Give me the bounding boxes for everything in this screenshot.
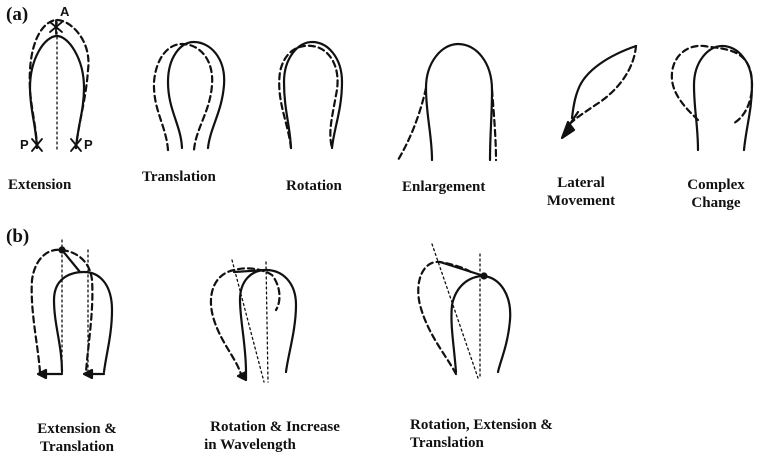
enlargement-solid-outline — [426, 44, 492, 160]
caption-rot-ext-line-1: Rotation, Extension & — [410, 416, 553, 434]
caption-extension: Extension — [8, 176, 71, 194]
lateral-arrow-head-icon — [562, 122, 574, 138]
ext-trans-apex-dot — [60, 248, 65, 253]
enlargement-dashed-right — [492, 90, 496, 160]
caption-rot-inc: Rotation & Increase in Wavelength — [190, 418, 360, 454]
caption-rot-inc-line-1: Rotation & Increase — [190, 418, 360, 436]
caption-complex-line-1: Complex — [676, 176, 756, 194]
complex-solid-outline — [694, 46, 752, 150]
apex-point-label: A — [60, 4, 69, 19]
caption-rot-inc-line-2: in Wavelength — [140, 436, 360, 454]
caption-rot-ext-line-2: Translation — [410, 434, 553, 452]
rot-inc-apex-vector — [234, 270, 266, 272]
translation-figure — [154, 42, 224, 150]
caption-enlargement: Enlargement — [402, 178, 485, 196]
left-base-point-label: P — [20, 137, 29, 152]
ext-trans-arrowhead-right-icon — [84, 370, 92, 378]
extension-figure — [30, 20, 89, 151]
caption-ext-trans: Extension & Translation — [22, 420, 132, 456]
complex-figure — [672, 46, 752, 150]
rot-ext-apex-vector — [440, 262, 484, 276]
caption-lateral: Lateral Movement — [536, 174, 626, 210]
enlargement-dashed-outline — [398, 88, 426, 160]
caption-translation: Translation — [142, 168, 216, 186]
ext-trans-figure — [32, 240, 112, 378]
extension-dashed-outline — [30, 20, 89, 148]
caption-complex-line-2: Change — [676, 194, 756, 212]
caption-rot-ext: Rotation, Extension & Translation — [410, 416, 553, 452]
rot-ext-dashed-outline — [418, 262, 474, 374]
translation-solid-outline — [168, 42, 224, 148]
caption-rotation: Rotation — [286, 177, 342, 195]
caption-ext-trans-line-1: Extension & — [22, 420, 132, 438]
lateral-figure — [562, 46, 636, 138]
right-base-point-label: P — [84, 137, 93, 152]
rot-inc-figure — [211, 260, 296, 382]
rot-ext-solid-outline — [451, 276, 510, 372]
enlargement-figure — [398, 44, 496, 160]
rot-inc-base-arrow-icon — [238, 372, 246, 380]
rot-ext-apex-dot — [482, 274, 487, 279]
lateral-solid-outline — [572, 46, 636, 118]
caption-lateral-line-2: Movement — [536, 192, 626, 210]
translation-dashed-outline — [154, 44, 212, 150]
caption-complex: Complex Change — [676, 176, 756, 212]
ext-trans-solid-outline — [54, 272, 112, 372]
caption-lateral-line-1: Lateral — [536, 174, 626, 192]
ext-trans-apex-vector — [62, 250, 80, 272]
complex-dashed-outline — [672, 46, 752, 124]
caption-ext-trans-line-2: Translation — [22, 438, 132, 456]
rotation-solid-outline — [284, 42, 342, 148]
rot-inc-axis-b — [266, 262, 268, 382]
panel-a-label: (a) — [6, 4, 28, 26]
rotation-figure — [279, 42, 342, 148]
panel-b-label: (b) — [6, 226, 29, 248]
rot-ext-figure — [418, 244, 510, 378]
